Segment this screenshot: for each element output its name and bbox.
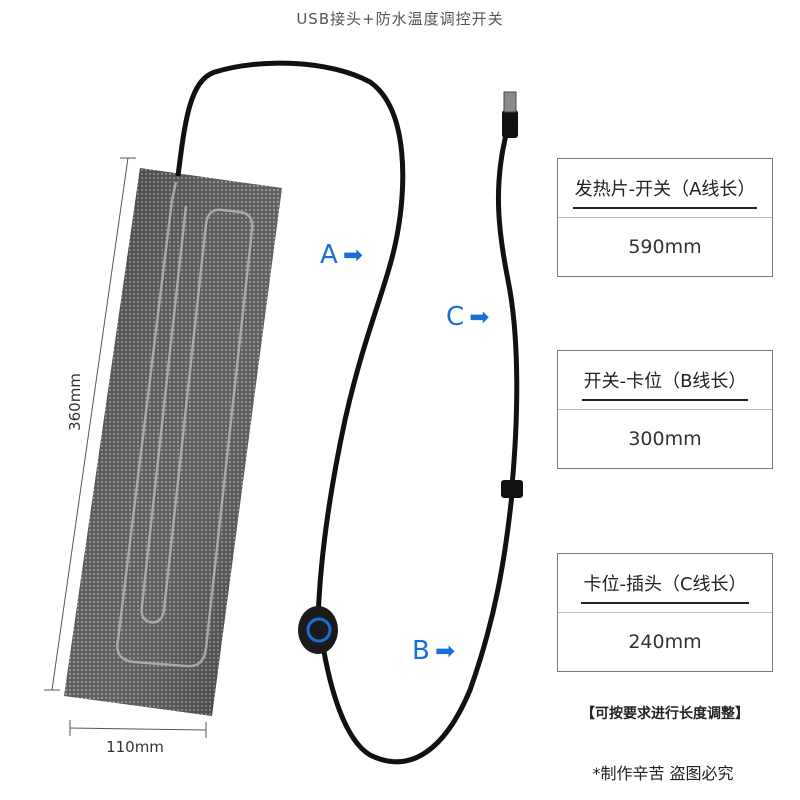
- marker-a: A ➡: [320, 240, 363, 270]
- marker-c: C ➡: [446, 302, 489, 332]
- info-box-heading: 卡位-插头（C线长）: [558, 554, 772, 613]
- cable-a: [175, 60, 406, 621]
- height-dimension-line: [44, 157, 136, 691]
- marker-a-letter: A: [320, 240, 338, 270]
- height-dimension-label: 360mm: [66, 373, 84, 431]
- marker-b-letter: B: [412, 636, 430, 666]
- page-title: USB接头+防水温度调控开关: [296, 10, 504, 28]
- info-box-c: 卡位-插头（C线长） 240mm: [557, 553, 773, 672]
- info-box-value: 240mm: [628, 631, 702, 653]
- info-box-heading: 发热片-开关（A线长）: [558, 159, 772, 218]
- usb-plug: [502, 91, 518, 138]
- arrow-right-icon: ➡: [469, 303, 490, 331]
- adjustment-note: 【可按要求进行长度调整】: [581, 706, 749, 722]
- arrow-right-icon: ➡: [434, 637, 456, 665]
- copyright-notice: *制作辛苦 盗图必究: [592, 764, 734, 783]
- heating-pad: [64, 168, 282, 716]
- marker-c-letter: C: [446, 302, 465, 332]
- info-box-heading-text: 发热片-开关（A线长）: [572, 175, 758, 209]
- cable-c: [495, 119, 520, 487]
- width-dimension-label: 110mm: [106, 738, 164, 756]
- info-box-heading: 开关-卡位（B线长）: [558, 351, 772, 410]
- marker-b: B ➡: [412, 636, 455, 666]
- width-dimension-line: [69, 720, 207, 738]
- info-box-value: 590mm: [628, 236, 702, 258]
- info-box-b: 开关-卡位（B线长） 300mm: [557, 350, 773, 469]
- arrow-right-icon: ➡: [342, 241, 363, 269]
- info-box-a: 发热片-开关（A线长） 590mm: [557, 158, 773, 277]
- cable-clip: [501, 480, 523, 498]
- temperature-switch: [298, 606, 338, 654]
- info-box-heading-text: 开关-卡位（B线长）: [581, 367, 749, 401]
- cable-b: [319, 493, 515, 765]
- info-box-value: 300mm: [628, 428, 702, 450]
- info-box-heading-text: 卡位-插头（C线长）: [581, 570, 749, 604]
